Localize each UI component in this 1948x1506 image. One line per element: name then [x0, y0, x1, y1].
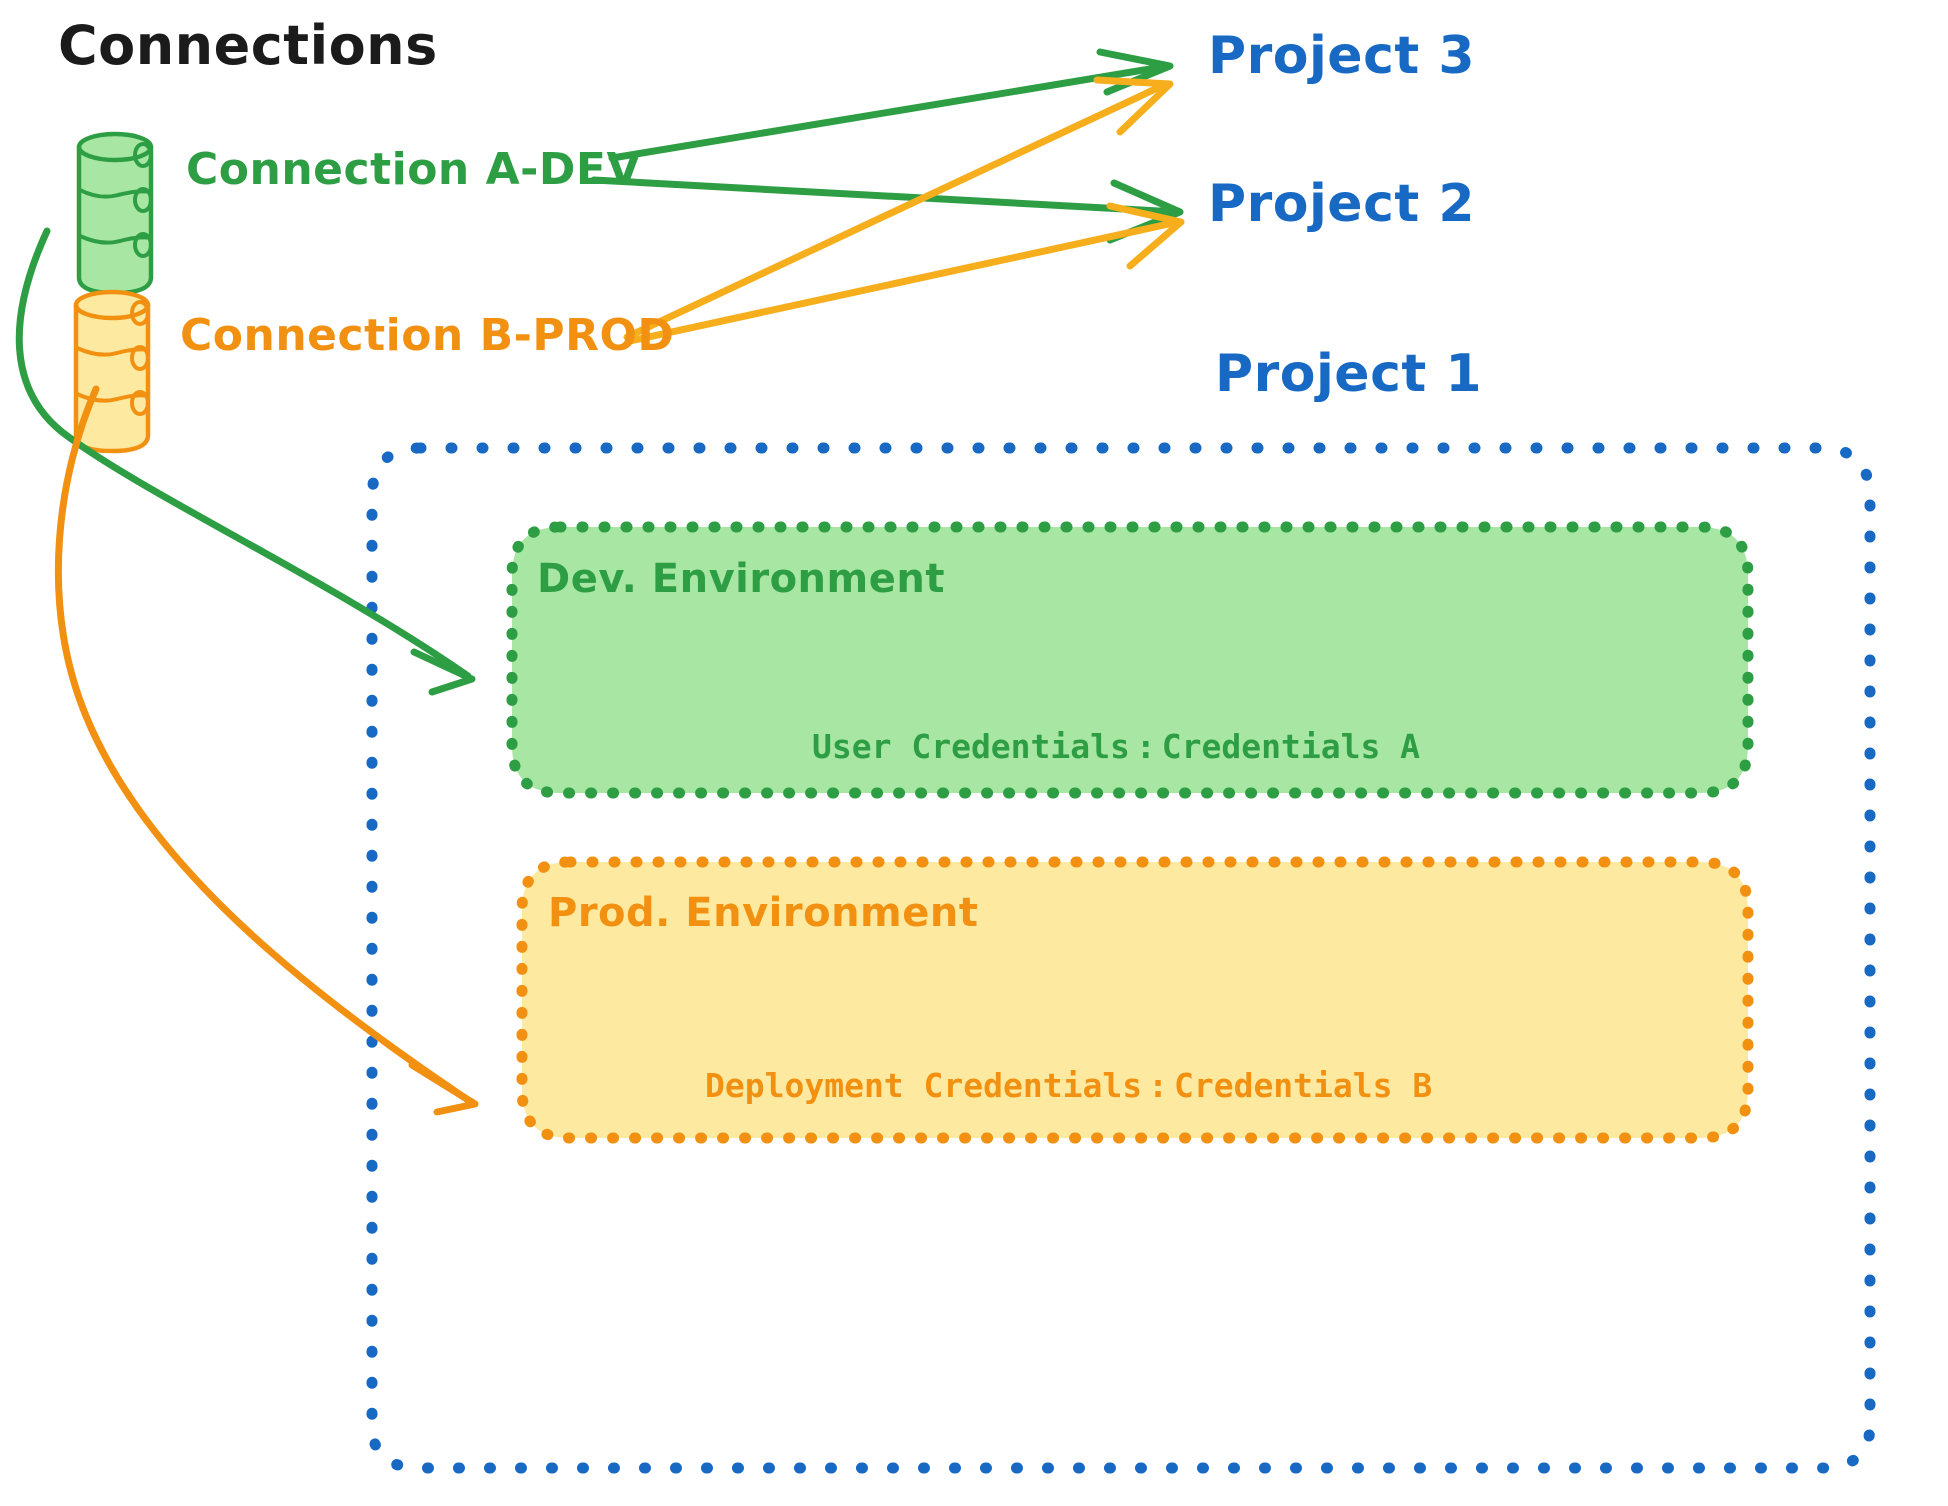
edge-a-dev-to-project-2 — [590, 176, 1184, 244]
connection-label-a-dev[interactable]: Connection A-DEV — [186, 144, 642, 195]
dev-credentials-label: User Credentials — [812, 727, 1130, 766]
dev-environment-box — [506, 521, 1754, 799]
prod-credentials-separator: : — [1148, 1066, 1168, 1105]
database-icon-green — [76, 131, 154, 296]
edge-a-dev-to-dev-environment — [15, 227, 476, 696]
database-icon-orange — [73, 289, 151, 454]
project-label-1[interactable]: Project 1 — [1215, 344, 1483, 404]
prod-credentials-label: Deployment Credentials — [705, 1066, 1143, 1105]
edge-b-prod-to-project-3 — [623, 76, 1174, 341]
prod-environment-title: Prod. Environment — [548, 890, 979, 936]
edge-b-prod-to-prod-environment — [54, 385, 479, 1116]
project-label-3[interactable]: Project 3 — [1208, 26, 1476, 86]
prod-environment-box — [516, 856, 1754, 1144]
dev-environment-title: Dev. Environment — [537, 556, 945, 602]
dev-credentials-value: Credentials A — [1161, 727, 1421, 766]
edge-a-dev-to-project-3 — [608, 48, 1174, 162]
edge-b-prod-to-project-2 — [626, 202, 1185, 345]
dev-credentials-row: User Credentials:Credentials A — [812, 727, 1420, 766]
dev-credentials-separator: : — [1135, 727, 1156, 766]
project-label-2[interactable]: Project 2 — [1208, 174, 1476, 234]
prod-credentials-row: Deployment Credentials:Credentials B — [705, 1066, 1432, 1105]
connection-label-b-prod[interactable]: Connection B-PROD — [180, 310, 675, 361]
project-1-container — [366, 442, 1876, 1474]
page-title: Connections — [58, 14, 438, 77]
prod-credentials-value: Credentials B — [1173, 1066, 1433, 1105]
